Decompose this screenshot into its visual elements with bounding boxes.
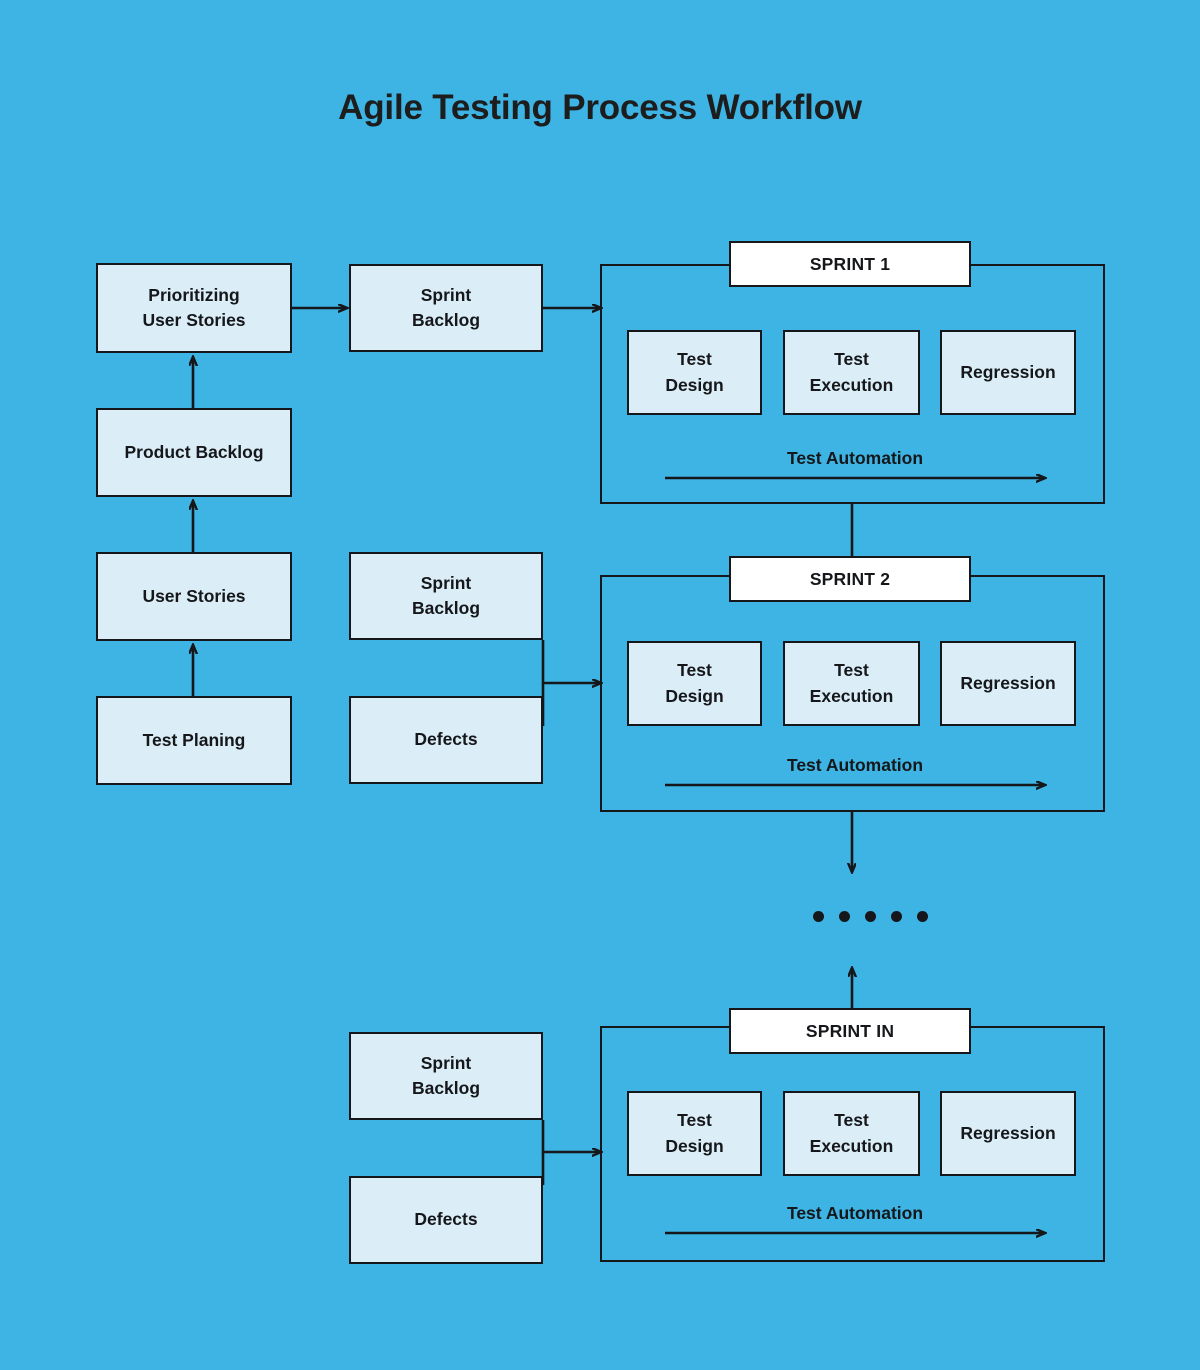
sprint-2-test-automation-caption: Test Automation bbox=[786, 755, 924, 775]
sprint-in-activity-test-execution[interactable]: Test Execution bbox=[783, 1091, 920, 1176]
box-sprintin-defects[interactable]: Defects bbox=[349, 1176, 543, 1264]
sprint-2-activity-test-execution[interactable]: Test Execution bbox=[783, 641, 920, 726]
box-sprint2-sprint-backlog[interactable]: Sprint Backlog bbox=[349, 552, 543, 640]
ellipsis-dot bbox=[865, 911, 876, 922]
box-sprint1-sprint-backlog[interactable]: Sprint Backlog bbox=[349, 264, 543, 352]
box-product-backlog[interactable]: Product Backlog bbox=[96, 408, 292, 497]
ellipsis-dot bbox=[813, 911, 824, 922]
ellipsis-dot bbox=[839, 911, 850, 922]
sprint-continuation-ellipsis bbox=[813, 911, 928, 922]
sprint-1-activity-test-execution[interactable]: Test Execution bbox=[783, 330, 920, 415]
box-test-planing[interactable]: Test Planing bbox=[96, 696, 292, 785]
sprint-2-activity-test-design[interactable]: Test Design bbox=[627, 641, 762, 726]
box-prioritizing-user-stories[interactable]: Prioritizing User Stories bbox=[96, 263, 292, 353]
box-user-stories[interactable]: User Stories bbox=[96, 552, 292, 641]
connector-sprintin-feeders bbox=[541, 1120, 601, 1152]
sprint-label-2[interactable]: SPRINT 2 bbox=[729, 556, 971, 602]
ellipsis-dot bbox=[917, 911, 928, 922]
sprint-label-in[interactable]: SPRINT IN bbox=[729, 1008, 971, 1054]
sprint-in-test-automation-caption: Test Automation bbox=[786, 1203, 924, 1223]
connector-sprint2-feeders bbox=[541, 640, 601, 683]
sprint-1-activity-regression[interactable]: Regression bbox=[940, 330, 1076, 415]
page-title: Agile Testing Process Workflow bbox=[338, 88, 862, 127]
sprint-2-activity-regression[interactable]: Regression bbox=[940, 641, 1076, 726]
box-sprintin-sprint-backlog[interactable]: Sprint Backlog bbox=[349, 1032, 543, 1120]
sprint-in-activity-regression[interactable]: Regression bbox=[940, 1091, 1076, 1176]
sprint-1-test-automation-caption: Test Automation bbox=[786, 448, 924, 468]
sprint-in-activity-test-design[interactable]: Test Design bbox=[627, 1091, 762, 1176]
sprint-1-activity-test-design[interactable]: Test Design bbox=[627, 330, 762, 415]
box-sprint2-defects[interactable]: Defects bbox=[349, 696, 543, 784]
sprint-label-1[interactable]: SPRINT 1 bbox=[729, 241, 971, 287]
ellipsis-dot bbox=[891, 911, 902, 922]
